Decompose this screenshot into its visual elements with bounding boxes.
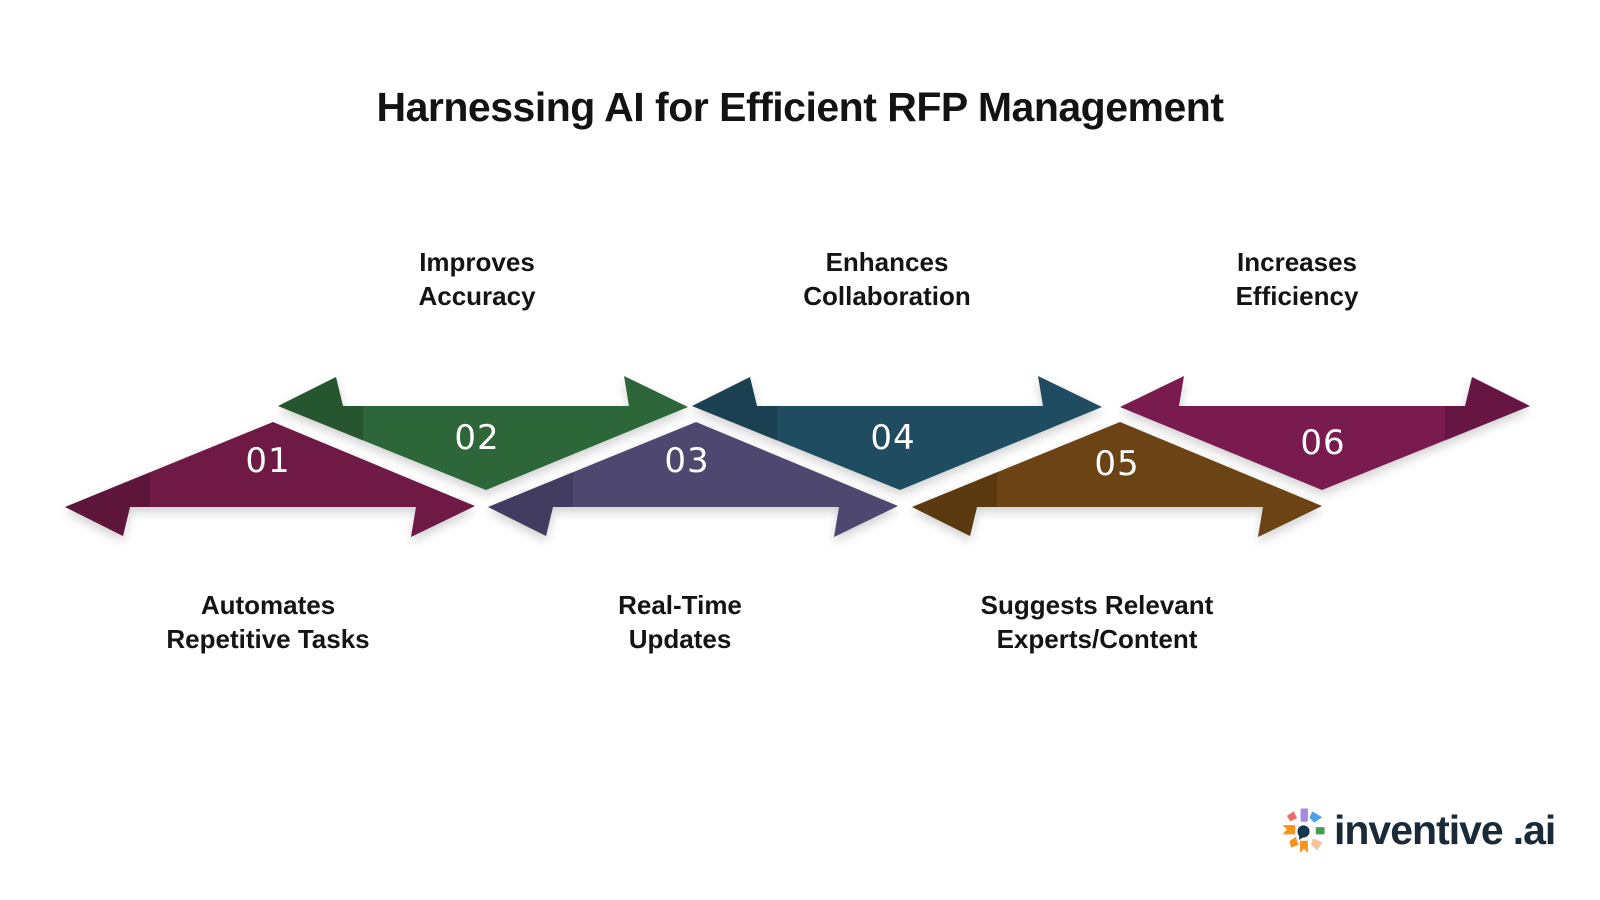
petal-blue: [1309, 810, 1323, 823]
petal-green: [1315, 826, 1325, 834]
arrow-fold-shade-05: [912, 472, 997, 536]
step-number-02: 02: [454, 418, 500, 458]
step-label-improves-accuracy: Improves Accuracy: [418, 245, 535, 313]
petal-purple: [1300, 807, 1308, 822]
step-number-03: 03: [664, 441, 710, 481]
icon-center-dot: [1297, 824, 1310, 838]
step-label-automates-repetitive-tasks: Automates Repetitive Tasks: [166, 588, 369, 656]
page-title: Harnessing AI for Efficient RFP Manageme…: [376, 84, 1225, 130]
step-number-01: 01: [245, 441, 291, 481]
step-label-line: Repetitive Tasks: [166, 624, 370, 654]
step-arrow-02: [278, 376, 688, 490]
icon-center-tail: [1299, 833, 1304, 840]
arrow-fold-shade-06: [1445, 377, 1530, 441]
petal-orange-diamond: [1289, 836, 1299, 848]
step-label-line: Enhances: [825, 247, 949, 277]
step-label-line: Experts/Content: [996, 624, 1198, 654]
step-label-line: Collaboration: [803, 281, 971, 311]
brand-logo: inventive.ai: [1280, 806, 1557, 854]
petal-peach: [1310, 837, 1323, 851]
petal-orange-left: [1282, 824, 1296, 834]
step-label-line: Improves: [419, 247, 535, 277]
step-arrow-06: [1120, 376, 1530, 490]
step-label-line: Updates: [628, 624, 732, 654]
step-label-line: Suggests Relevant: [980, 590, 1214, 620]
step-label-line: Efficiency: [1235, 281, 1359, 311]
brand-suffix: .ai: [1512, 807, 1557, 853]
step-arrow-03: [488, 422, 898, 537]
arrow-fold-shade-02: [278, 377, 363, 441]
arrow-fold-shade-04: [692, 377, 777, 441]
petal-orange-bottom: [1300, 840, 1308, 853]
step-label-enhances-collaboration: Enhances Collaboration: [803, 245, 971, 313]
step-number-06: 06: [1300, 423, 1346, 463]
starburst-spark-icon: [1282, 807, 1325, 853]
step-arrow-01: [65, 422, 475, 537]
step-label-line: Automates: [200, 590, 336, 620]
step-label-line: Real-Time: [618, 590, 742, 620]
step-arrow-04: [692, 376, 1102, 490]
step-label-line: Accuracy: [418, 281, 536, 311]
brand-wordmark: inventive.ai: [1334, 806, 1557, 854]
brand-name: inventive: [1334, 807, 1504, 853]
arrow-fold-shade-01: [65, 472, 150, 536]
step-label-increases-efficiency: Increases Efficiency: [1236, 245, 1359, 313]
step-label-suggests-relevant-experts: Suggests Relevant Experts/Content: [981, 588, 1214, 656]
step-number-05: 05: [1094, 444, 1140, 484]
step-arrow-05: [912, 422, 1322, 537]
step-label-line: Increases: [1237, 247, 1357, 277]
step-label-real-time-updates: Real-Time Updates: [618, 588, 742, 656]
petal-coral: [1286, 810, 1298, 821]
arrow-fold-shade-03: [488, 472, 573, 536]
step-number-04: 04: [870, 418, 916, 458]
